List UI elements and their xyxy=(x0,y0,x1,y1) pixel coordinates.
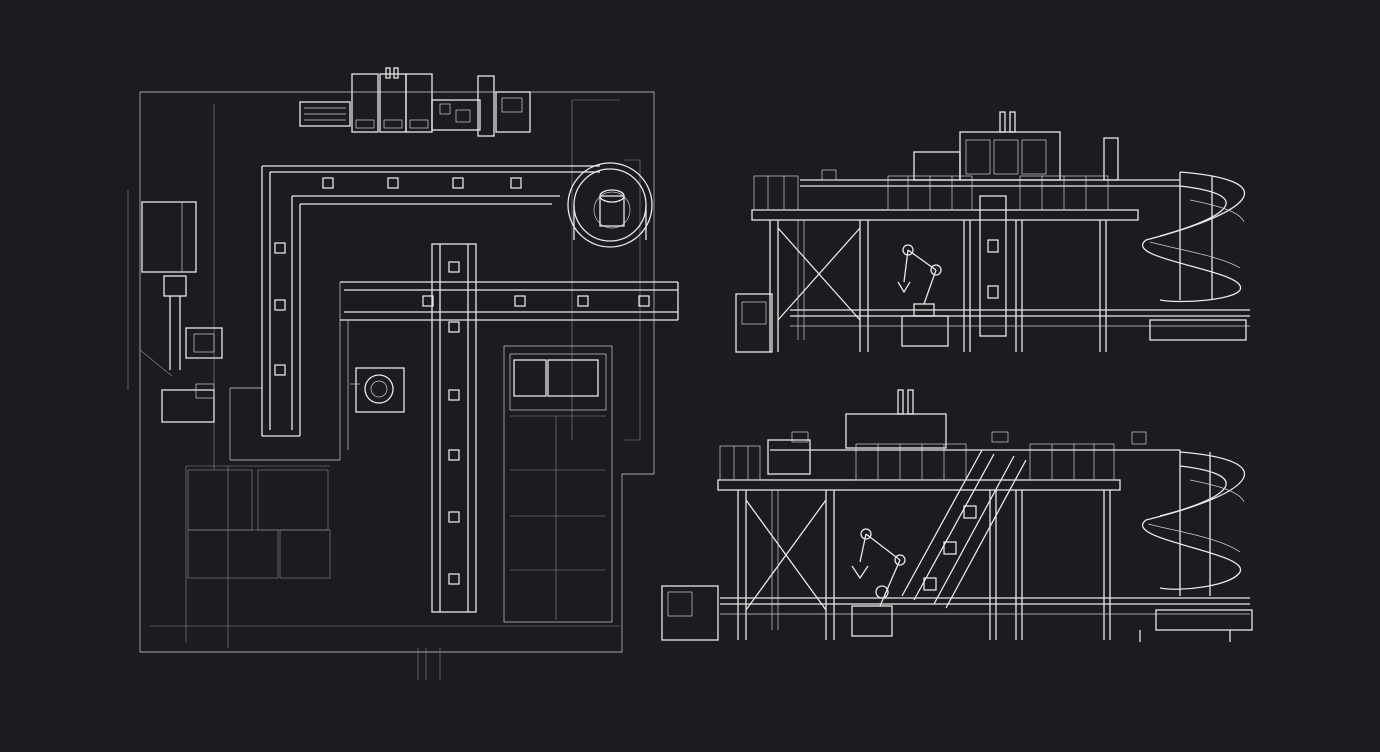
elevation-view-bottom xyxy=(661,389,1253,642)
elevation-view-top xyxy=(735,111,1250,353)
plan-view xyxy=(127,67,679,680)
